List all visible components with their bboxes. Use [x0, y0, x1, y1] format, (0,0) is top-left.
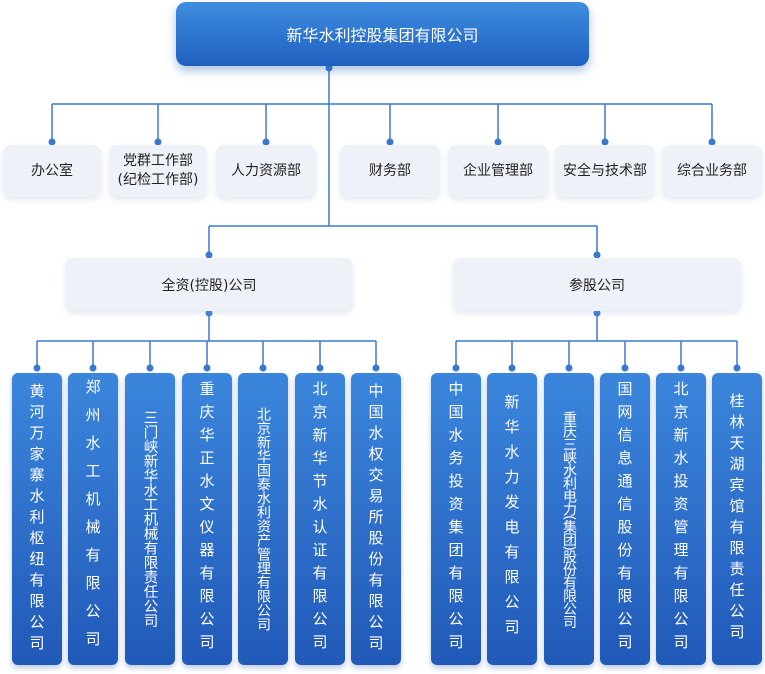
dept-finance: 财务部 — [340, 145, 440, 197]
company-beijing-xinshui: 北京新水投资管理有限公司 — [656, 373, 706, 665]
company-xinhua-hydropower: 新华水力发电有限公司 — [487, 373, 537, 665]
dept-office: 办公室 — [3, 145, 101, 197]
company-connector-dot — [203, 364, 211, 372]
company-connector-dot — [508, 364, 516, 372]
company-connector-dot — [452, 364, 460, 372]
department-connector-dot — [262, 138, 270, 146]
company-connector-dot — [621, 364, 629, 372]
dept-enterprise-mgmt: 企业管理部 — [448, 145, 548, 197]
dept-safety-tech: 安全与技术部 — [555, 145, 655, 197]
company-connector-dot — [89, 364, 97, 372]
company-chongqing-huazheng: 重庆华正水文仪器有限公司 — [182, 373, 232, 665]
company-connector-dot — [259, 364, 267, 372]
company-state-grid-ict: 国网信息通信股份有限公司 — [600, 373, 650, 665]
company-zhengzhou: 郑州水工机械有限公司 — [68, 373, 118, 665]
company-china-water: 中国水务投资集团有限公司 — [431, 373, 481, 665]
root-node: 新华水利控股集团有限公司 — [176, 2, 589, 66]
group-equity-participation: 参股公司 — [453, 258, 741, 311]
dept-party-work: 党群工作部 (纪检工作部) — [109, 145, 207, 197]
company-beijing-guotai: 北京新华国泰水利资产管理有限公司 — [238, 373, 288, 665]
company-connector-dot — [33, 364, 41, 372]
department-connector-dot — [494, 138, 502, 146]
company-wanjiazhai: 黄河万家寨水利枢纽有限公司 — [12, 373, 62, 665]
group-wholly-owned: 全资(控股)公司 — [65, 258, 353, 311]
dept-general-business: 综合业务部 — [662, 145, 762, 197]
department-connector-dot — [601, 138, 609, 146]
company-sanmenxia: 三门峡新华水工机械有限责任公司 — [125, 373, 175, 665]
company-connector-dot — [316, 364, 324, 372]
company-connector-dot — [565, 364, 573, 372]
group-connector-dot — [205, 251, 213, 259]
company-connector-dot — [733, 364, 741, 372]
group-connector-dot — [593, 251, 601, 259]
company-guilin-tianhu: 桂林天湖宾馆有限责任公司 — [712, 373, 762, 665]
company-chongqing-three-gorges: 重庆三峡水利电力(集团)股份有限公司 — [544, 373, 594, 665]
department-connector-dot — [708, 138, 716, 146]
company-beijing-water-saving: 北京新华节水认证有限公司 — [295, 373, 345, 665]
company-water-rights-exchange: 中国水权交易所股份有限公司 — [351, 373, 401, 665]
company-connector-dot — [677, 364, 685, 372]
department-connector-dot — [154, 138, 162, 146]
dept-hr: 人力资源部 — [216, 145, 316, 197]
company-connector-dot — [146, 364, 154, 372]
company-connector-dot — [372, 364, 380, 372]
department-connector-dot — [386, 138, 394, 146]
department-connector-dot — [48, 138, 56, 146]
